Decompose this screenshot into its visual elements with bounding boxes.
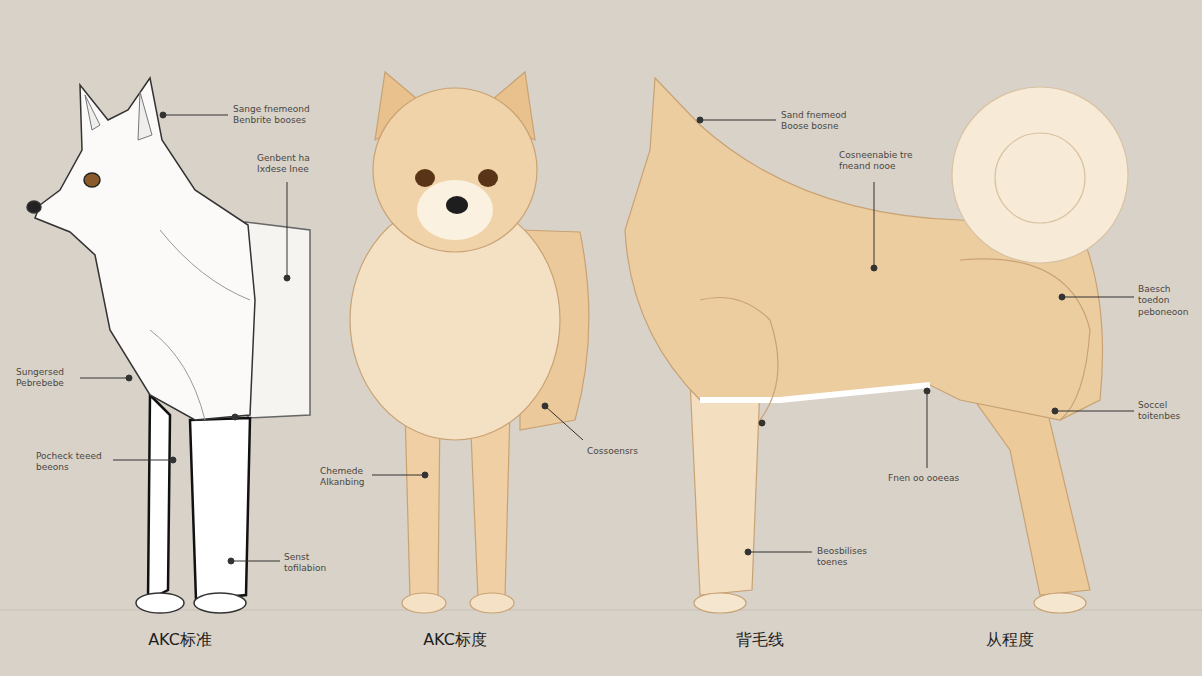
caption-label: 背毛线: [700, 630, 820, 649]
caption-label: AKC标度: [395, 630, 515, 649]
callout-label: Chemede Alkanbing: [320, 466, 370, 489]
callout-label: Sand fnemeod Boose bosne: [781, 110, 871, 133]
callout-label: Beosbilises toenes: [817, 546, 887, 569]
callout-label: Genbent ha Ixdese Inee: [257, 153, 327, 176]
callout-label: Baesch toedon peboneoon: [1138, 284, 1198, 318]
callout-label: Sungersed Pebrebebe: [16, 367, 78, 390]
callout-label: Senst tofilabion: [284, 552, 350, 575]
callout-label: Cossoensrs: [587, 446, 651, 457]
callout-label: Soccel toitenbes: [1138, 400, 1198, 423]
callout-label: Fnen oo ooeeas: [888, 473, 968, 484]
callout-label: Pocheck teeed beeons: [36, 451, 110, 474]
callout-label: Cosneenabie tre fneand nooe: [839, 150, 923, 173]
caption-label: AKC标准: [120, 630, 240, 649]
callout-label: Sange fnemeond Benbrite booses: [233, 104, 315, 127]
caption-label: 从程度: [950, 630, 1070, 649]
